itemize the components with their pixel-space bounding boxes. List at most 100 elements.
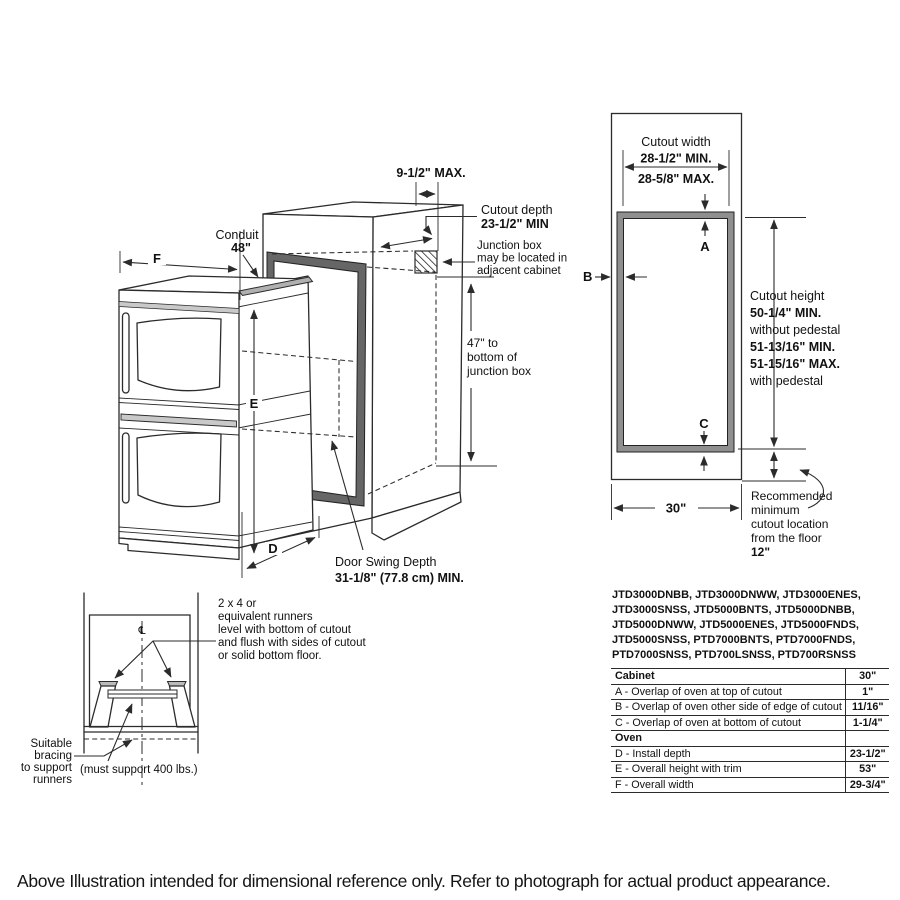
row-label: E - Overall height with trim bbox=[611, 761, 846, 777]
floor-note-1: Recommended bbox=[751, 489, 832, 503]
bracing-note-4: runners bbox=[33, 774, 72, 786]
junction-note-3: adjacent cabinet bbox=[477, 265, 562, 277]
b-label: B bbox=[583, 269, 592, 284]
junction-note-1: Junction box bbox=[477, 240, 542, 252]
runner-note-2: equivalent runners bbox=[218, 611, 313, 623]
model-line: JTD3000DNBB, JTD3000DNWW, JTD3000ENES, bbox=[612, 589, 861, 601]
bottom-trim-line-1 bbox=[118, 526, 240, 537]
table-row: B - Overlap of oven other side of edge o… bbox=[611, 699, 889, 715]
runner-leader-left bbox=[114, 640, 216, 679]
oven-base bbox=[118, 537, 240, 561]
floor-note-4: from the floor bbox=[751, 531, 822, 545]
cutout-height-2: 50-1/4" MIN. bbox=[750, 306, 821, 320]
row-value: 29-3/4" bbox=[844, 776, 889, 793]
d-label: D bbox=[268, 541, 277, 556]
row-value: 53" bbox=[844, 761, 889, 777]
d-label-halo bbox=[265, 542, 282, 555]
runner-right-cap bbox=[166, 681, 187, 687]
cutout-width-label: Cutout width bbox=[641, 135, 711, 149]
cutout-depth-value: 23-1/2" MIN bbox=[481, 217, 549, 231]
isometric-oven-cabinet-view: 9-1/2" MAX. Cutout depth 23-1/2" MIN Jun… bbox=[118, 166, 567, 585]
row-label: A - Overlap of oven at top of cutout bbox=[611, 683, 846, 700]
bottom-trim-line-2 bbox=[118, 531, 240, 541]
centerline-symbol: ℄ bbox=[137, 624, 145, 637]
upper-door-handle bbox=[121, 312, 130, 394]
cutout-height-4: 51-13/16" MIN. bbox=[750, 340, 835, 354]
bracing-arrow bbox=[74, 739, 133, 757]
junction-box bbox=[414, 250, 438, 274]
dim-47-line3: junction box bbox=[466, 364, 531, 378]
disclaimer-text: Above Illustration intended for dimensio… bbox=[17, 871, 831, 891]
f-label: F bbox=[153, 251, 161, 266]
gap-dim-label: 9-1/2" MAX. bbox=[396, 166, 465, 180]
cutout-width-max: 28-5/8" MAX. bbox=[638, 172, 714, 186]
row-value: 1" bbox=[844, 683, 889, 700]
bracing-note-3: to support bbox=[21, 762, 73, 774]
a-label: A bbox=[700, 239, 710, 254]
row-label: D - Install depth bbox=[611, 745, 846, 762]
table-row: Oven bbox=[611, 730, 889, 746]
floor-note-2: minimum bbox=[751, 503, 800, 517]
row-value: 11/16" bbox=[844, 699, 889, 715]
floor-note-arrow bbox=[799, 469, 824, 509]
cutout-height-6: with pedestal bbox=[749, 374, 823, 388]
dimension-spec-table: Cabinet 30" A - Overlap of oven at top o… bbox=[611, 668, 889, 793]
row-label: B - Overlap of oven other side of edge o… bbox=[611, 699, 846, 715]
oven-top-trim-band bbox=[118, 301, 240, 314]
cutout-frame-inner bbox=[623, 218, 728, 446]
support-arrow bbox=[107, 703, 133, 762]
oven-side-face bbox=[237, 275, 314, 549]
table-row: Cabinet 30" bbox=[611, 668, 889, 684]
table-row: C - Overlap of oven at bottom of cutout … bbox=[611, 714, 889, 731]
front-cutout-view: Cutout width 28-1/2" MIN. 28-5/8" MAX. A… bbox=[583, 112, 840, 559]
cutout-depth-arrow bbox=[380, 236, 433, 250]
row-label: F - Overall width bbox=[611, 776, 846, 793]
table-row: A - Overlap of oven at top of cutout 1" bbox=[611, 683, 889, 700]
model-number-list: JTD3000DNBB, JTD3000DNWW, JTD3000ENES, J… bbox=[612, 588, 890, 663]
dim-47-line1: 47" to bbox=[467, 336, 498, 350]
runner-note-4: and flush with sides of cutout bbox=[218, 637, 366, 649]
cutout-height-1: Cutout height bbox=[750, 289, 825, 303]
oven-side-seam-1 bbox=[237, 292, 309, 308]
row-value bbox=[844, 730, 889, 746]
model-line: JTD5000DNWW, JTD5000ENES, JTD5000FNDS, bbox=[612, 618, 859, 631]
conduit-arrow bbox=[242, 254, 259, 278]
cabinet-base bbox=[371, 491, 462, 541]
hidden-dash-lower bbox=[241, 428, 357, 438]
door-swing-value: 31-1/8" (77.8 cm) MIN. bbox=[335, 571, 464, 585]
row-label: C - Overlap of oven at bottom of cutout bbox=[611, 714, 846, 731]
lower-door-window bbox=[136, 432, 222, 508]
mid-gap-line bbox=[118, 402, 240, 410]
lower-door-handle bbox=[121, 432, 130, 504]
cabinet-width-label: 30" bbox=[666, 501, 687, 516]
runner-support-detail: ℄ 2 x 4 or equivalent runners level with… bbox=[21, 592, 366, 787]
cutout-height-5: 51-15/16" MAX. bbox=[750, 357, 840, 371]
runner-note-3: level with bottom of cutout bbox=[218, 624, 352, 636]
conduit-value: 48" bbox=[231, 241, 251, 255]
upper-door-window bbox=[136, 317, 222, 392]
c-label: C bbox=[699, 416, 709, 431]
door-swing-leader bbox=[330, 440, 364, 551]
table-row: E - Overall height with trim 53" bbox=[611, 761, 889, 777]
floor-note-5: 12" bbox=[751, 545, 770, 559]
runner-left-cap bbox=[98, 681, 119, 687]
bracing-note-1: Suitable bbox=[30, 738, 72, 750]
model-line: JTD3000SNSS, JTD5000BNTS, JTD5000DNBB, bbox=[612, 603, 855, 616]
projection-dash-floor bbox=[367, 462, 437, 495]
projection-dash-top bbox=[271, 250, 414, 255]
cutout-width-min: 28-1/2" MIN. bbox=[640, 152, 711, 166]
runner-leader-right bbox=[152, 640, 172, 678]
e-label-halo bbox=[246, 395, 262, 411]
conduit-strip bbox=[238, 276, 314, 297]
model-line: PTD7000SNSS, PTD700LSNSS, PTD700RSNSS bbox=[612, 648, 856, 661]
table-row: F - Overall width 29-3/4" bbox=[611, 776, 889, 793]
row-label: Cabinet bbox=[611, 668, 846, 684]
e-label: E bbox=[250, 396, 259, 411]
model-line: JTD5000SNSS, PTD7000BNTS, PTD7000FNDS, bbox=[612, 633, 856, 646]
door-swing-label: Door Swing Depth bbox=[335, 555, 436, 569]
bracing-note-2: bracing bbox=[34, 750, 72, 762]
mid-trim-bar bbox=[120, 413, 237, 428]
upper-door-bottom-line bbox=[118, 397, 240, 406]
cutout-depth-label: Cutout depth bbox=[481, 203, 553, 217]
